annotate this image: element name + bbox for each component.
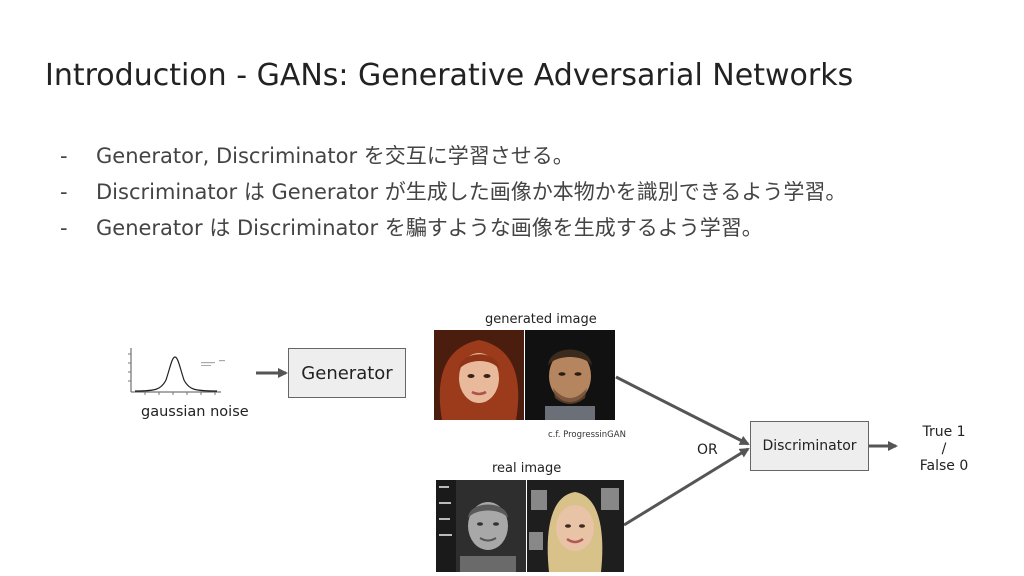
generated-face-image-2 — [525, 330, 615, 420]
bullet-item: - Generator は Discriminator を騙すような画像を生成す… — [60, 212, 846, 248]
generated-face-image-1 — [434, 330, 524, 420]
real-image-label: real image — [492, 461, 562, 476]
bullet-dash: - — [60, 144, 68, 168]
bullet-list: - Generator, Discriminator を交互に学習させる。 - … — [60, 140, 846, 248]
output-false-label: False 0 — [919, 458, 969, 474]
discriminator-box: Discriminator — [750, 421, 869, 471]
generated-image-label: generated image — [485, 312, 597, 327]
source-note: c.f. ProgressinGAN — [548, 430, 626, 440]
generated-to-discriminator-arrow — [615, 375, 750, 446]
bullet-item: - Generator, Discriminator を交互に学習させる。 — [60, 140, 846, 176]
bullet-item: - Discriminator は Generator が生成した画像か本物かを… — [60, 176, 846, 212]
real-face-image-1 — [436, 480, 526, 572]
bullet-text: Generator, Discriminator を交互に学習させる。 — [96, 144, 574, 168]
generator-label: Generator — [301, 362, 393, 384]
noise-label: gaussian noise — [141, 404, 249, 420]
or-label: OR — [697, 442, 718, 458]
bullet-text: Discriminator は Generator が生成した画像か本物かを識別… — [96, 180, 847, 204]
gaussian-curve-icon — [128, 348, 225, 395]
bullet-dash: - — [60, 216, 68, 240]
bullet-text: Generator は Discriminator を騙すような画像を生成するよ… — [96, 216, 763, 240]
discriminator-label: Discriminator — [762, 438, 857, 454]
generator-box: Generator — [288, 348, 406, 398]
output-separator: / — [941, 441, 947, 457]
output-label: True 1 / False 0 — [904, 424, 984, 475]
bullet-dash: - — [60, 180, 68, 204]
real-face-image-2 — [527, 480, 624, 572]
output-true-label: True 1 — [922, 424, 966, 440]
real-to-discriminator-arrow — [623, 447, 750, 527]
slide-title: Introduction - GANs: Generative Adversar… — [45, 58, 854, 93]
